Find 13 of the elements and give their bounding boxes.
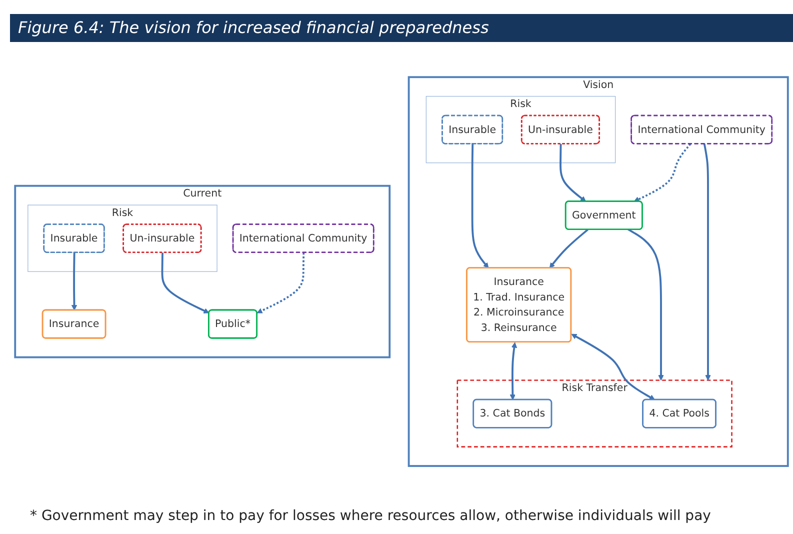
arrow (571, 334, 656, 400)
figure-title: Figure 6.4: The vision for increased financial preparedness (10, 14, 793, 42)
arrow (703, 144, 711, 381)
arrow (256, 253, 305, 314)
arrow (161, 253, 210, 314)
arrow (471, 144, 489, 269)
arrow (634, 144, 692, 202)
footnote: * Government may step in to pay for losses where resources allow, otherwise individuals will pay (30, 508, 711, 524)
arrow (560, 144, 586, 202)
arrow (549, 229, 588, 269)
arrow (71, 253, 78, 311)
arrow (510, 342, 518, 400)
arrow (628, 228, 664, 381)
